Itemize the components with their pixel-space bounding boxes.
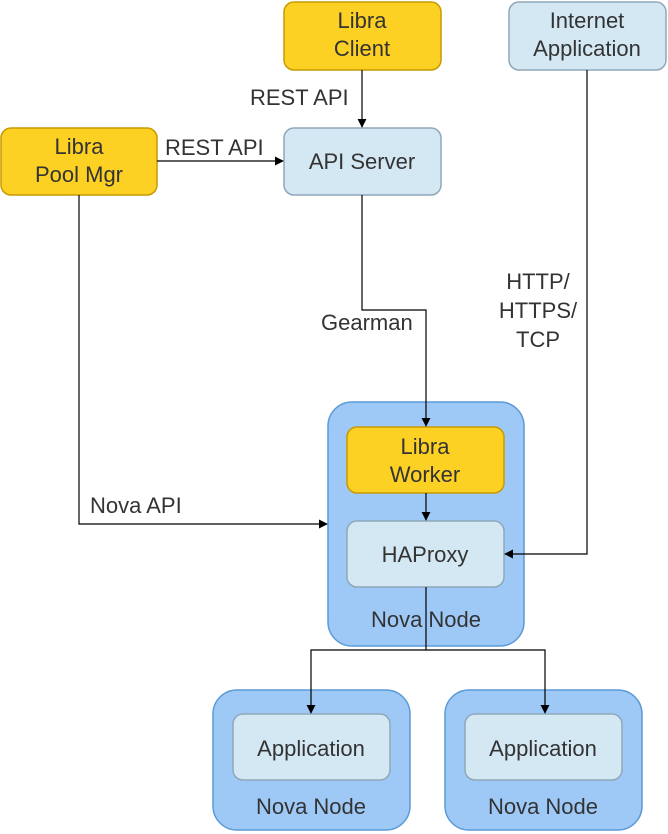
edge-haproxy-to-application-right xyxy=(426,649,550,714)
edge-http-label-line1: HTTP/ xyxy=(506,269,570,294)
libra-client-line2: Client xyxy=(334,36,390,61)
edge-poolmgr-to-nova-node xyxy=(78,195,328,529)
edge-http-label-line3: TCP xyxy=(516,327,560,352)
internet-application-line1: Internet xyxy=(550,8,625,33)
libra-pool-mgr-line2: Pool Mgr xyxy=(35,162,123,187)
edge-gearman-label: Gearman xyxy=(321,310,413,335)
libra-pool-mgr-line1: Libra xyxy=(55,134,105,159)
edge-client-to-api-label: REST API xyxy=(250,85,349,110)
libra-worker-box: Libra Worker xyxy=(346,426,505,494)
internet-application-box: Internet Application xyxy=(508,1,667,71)
edge-api-server-to-worker xyxy=(361,195,431,427)
libra-worker-line2: Worker xyxy=(390,462,461,487)
nova-node-left-label: Nova Node xyxy=(256,794,366,819)
application-right-label: Application xyxy=(489,736,597,761)
libra-pool-mgr-box: Libra Pool Mgr xyxy=(0,127,158,196)
haproxy-label: HAProxy xyxy=(382,542,469,567)
application-right-box: Application xyxy=(464,713,623,781)
application-left-label: Application xyxy=(257,736,365,761)
edge-nova-api-label: Nova API xyxy=(90,493,182,518)
edge-haproxy-to-application-left xyxy=(306,587,427,714)
libra-worker-line1: Libra xyxy=(401,434,451,459)
nova-node-right-label: Nova Node xyxy=(488,794,598,819)
libra-client-box: Libra Client xyxy=(283,1,442,71)
haproxy-box: HAProxy xyxy=(346,520,505,588)
edge-internet-to-haproxy xyxy=(504,70,588,559)
internet-application-line2: Application xyxy=(533,36,641,61)
api-server-label: API Server xyxy=(309,149,415,174)
libra-client-line1: Libra xyxy=(338,8,388,33)
api-server-box: API Server xyxy=(283,127,442,196)
edge-http-label-line2: HTTPS/ xyxy=(499,298,578,323)
application-left-box: Application xyxy=(232,713,391,781)
edge-poolmgr-to-api-label: REST API xyxy=(165,135,264,160)
